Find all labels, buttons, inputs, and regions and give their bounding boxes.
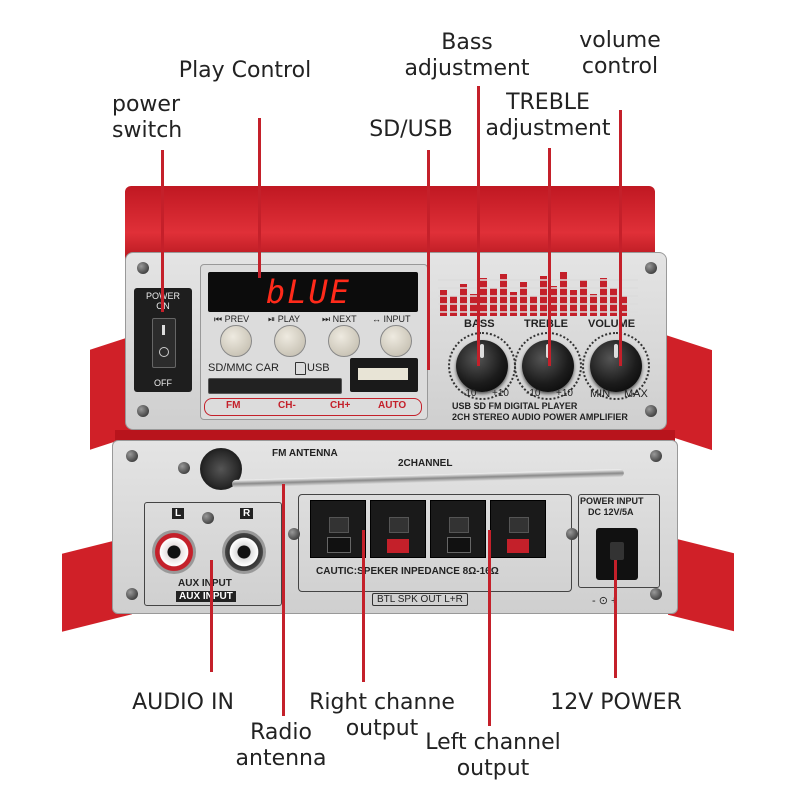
power-switch-toggle[interactable] bbox=[152, 318, 176, 368]
polarity-label: - ⊙ + bbox=[592, 595, 618, 607]
callout-line-audio-in bbox=[210, 560, 213, 672]
treble-min-label: -10 bbox=[526, 388, 541, 399]
next-button[interactable] bbox=[328, 325, 360, 357]
screw bbox=[645, 262, 657, 274]
callout-line-volume bbox=[619, 110, 622, 366]
aux-input-panel bbox=[144, 502, 282, 606]
btl-label: BTL SPK OUT L+R bbox=[372, 593, 468, 606]
screw bbox=[137, 405, 149, 417]
bass-max-label: +10 bbox=[492, 388, 509, 399]
aux-input-label-1: AUX INPUT bbox=[178, 578, 232, 589]
play-button[interactable] bbox=[274, 325, 306, 357]
treble-knob-label: TREBLE bbox=[524, 318, 568, 330]
volume-knob-label: VOLUME bbox=[588, 318, 636, 330]
usb-port[interactable] bbox=[350, 358, 418, 392]
callout-line-treble bbox=[548, 148, 551, 366]
volume-dial-ring bbox=[582, 332, 650, 400]
speaker-terminal-1[interactable] bbox=[310, 500, 366, 558]
screw bbox=[288, 528, 300, 540]
volume-max-label: MAX bbox=[624, 388, 648, 400]
aux-l-label: L bbox=[172, 508, 185, 519]
screw bbox=[126, 450, 138, 462]
speaker-terminal-4[interactable] bbox=[490, 500, 546, 558]
play-control-callout: Play Control bbox=[178, 58, 312, 83]
volume-min-label: MIN bbox=[590, 388, 611, 400]
callout-line-bass bbox=[477, 86, 480, 366]
mode-ch-minus: CH- bbox=[278, 400, 296, 411]
display-text: bLUE bbox=[266, 273, 352, 311]
spectrum-decoration bbox=[438, 270, 638, 316]
sd-icon bbox=[295, 362, 306, 375]
power-spec-label: DC 12V/5A bbox=[588, 507, 634, 517]
audio-in-callout: AUDIO IN bbox=[132, 690, 234, 715]
screw bbox=[202, 512, 214, 524]
callout-line-power bbox=[161, 150, 164, 312]
speaker-terminal-panel bbox=[298, 494, 572, 592]
sd-usb-callout: SD/USB bbox=[369, 117, 453, 142]
dc-power-jack[interactable] bbox=[596, 528, 638, 580]
sd-card-label: SD/MMC CAR bbox=[208, 362, 279, 374]
usb-label: USB bbox=[307, 362, 330, 374]
caution-label: CAUTIC:SPEKER INPEDANCE 8Ω-16Ω bbox=[316, 566, 499, 577]
bass-knob[interactable] bbox=[456, 340, 508, 392]
fm-antenna-label: FM ANTENNA bbox=[272, 448, 338, 459]
btn-label-next: ⏭ NEXT bbox=[322, 314, 357, 324]
sd-card-slot[interactable] bbox=[208, 378, 342, 394]
callout-line-left-output bbox=[488, 530, 491, 726]
prev-button[interactable] bbox=[220, 325, 252, 357]
mode-strip bbox=[204, 398, 422, 416]
screw bbox=[650, 588, 662, 600]
callout-line-12v bbox=[614, 560, 617, 678]
callout-line-sd-usb bbox=[427, 150, 430, 370]
btn-label-input: ↔ INPUT bbox=[372, 314, 411, 324]
desc-line-1: USB SD FM DIGITAL PLAYER bbox=[452, 401, 578, 411]
treble-max-label: +10 bbox=[556, 388, 573, 399]
screw bbox=[178, 462, 190, 474]
aux-left-rca-jack[interactable] bbox=[152, 530, 196, 574]
btn-label-play: ⏯ PLAY bbox=[268, 314, 301, 324]
input-button[interactable] bbox=[380, 325, 412, 357]
screw bbox=[650, 450, 662, 462]
screw bbox=[566, 528, 578, 540]
desc-line-2: 2CH STEREO AUDIO POWER AMPLIFIER bbox=[452, 412, 628, 422]
power-12v-callout: 12V POWER bbox=[550, 690, 682, 715]
callout-line-right-output bbox=[362, 530, 365, 682]
mode-ch-plus: CH+ bbox=[330, 400, 351, 411]
chassis-top bbox=[125, 186, 655, 264]
screw bbox=[126, 588, 138, 600]
callout-line-antenna bbox=[282, 484, 285, 716]
aux-input-label-2: AUX INPUT bbox=[176, 591, 236, 602]
power-input-panel bbox=[578, 494, 660, 588]
screw bbox=[137, 262, 149, 274]
power-off-label: OFF bbox=[154, 378, 172, 388]
mode-fm: FM bbox=[226, 400, 241, 411]
bass-min-label: -10 bbox=[462, 388, 477, 399]
led-display: bLUE bbox=[208, 272, 418, 312]
volume-knob[interactable] bbox=[590, 340, 642, 392]
two-channel-label: 2CHANNEL bbox=[398, 458, 453, 469]
aux-right-rca-jack[interactable] bbox=[222, 530, 266, 574]
btn-label-prev: ⏮ PREV bbox=[214, 314, 250, 324]
speaker-terminal-2[interactable] bbox=[370, 500, 426, 558]
speaker-terminal-3[interactable] bbox=[430, 500, 486, 558]
power-input-label: POWER INPUT bbox=[580, 496, 644, 506]
callout-line-play bbox=[258, 118, 261, 278]
aux-r-label: R bbox=[240, 508, 254, 519]
screw bbox=[645, 405, 657, 417]
mode-auto: AUTO bbox=[378, 400, 407, 411]
